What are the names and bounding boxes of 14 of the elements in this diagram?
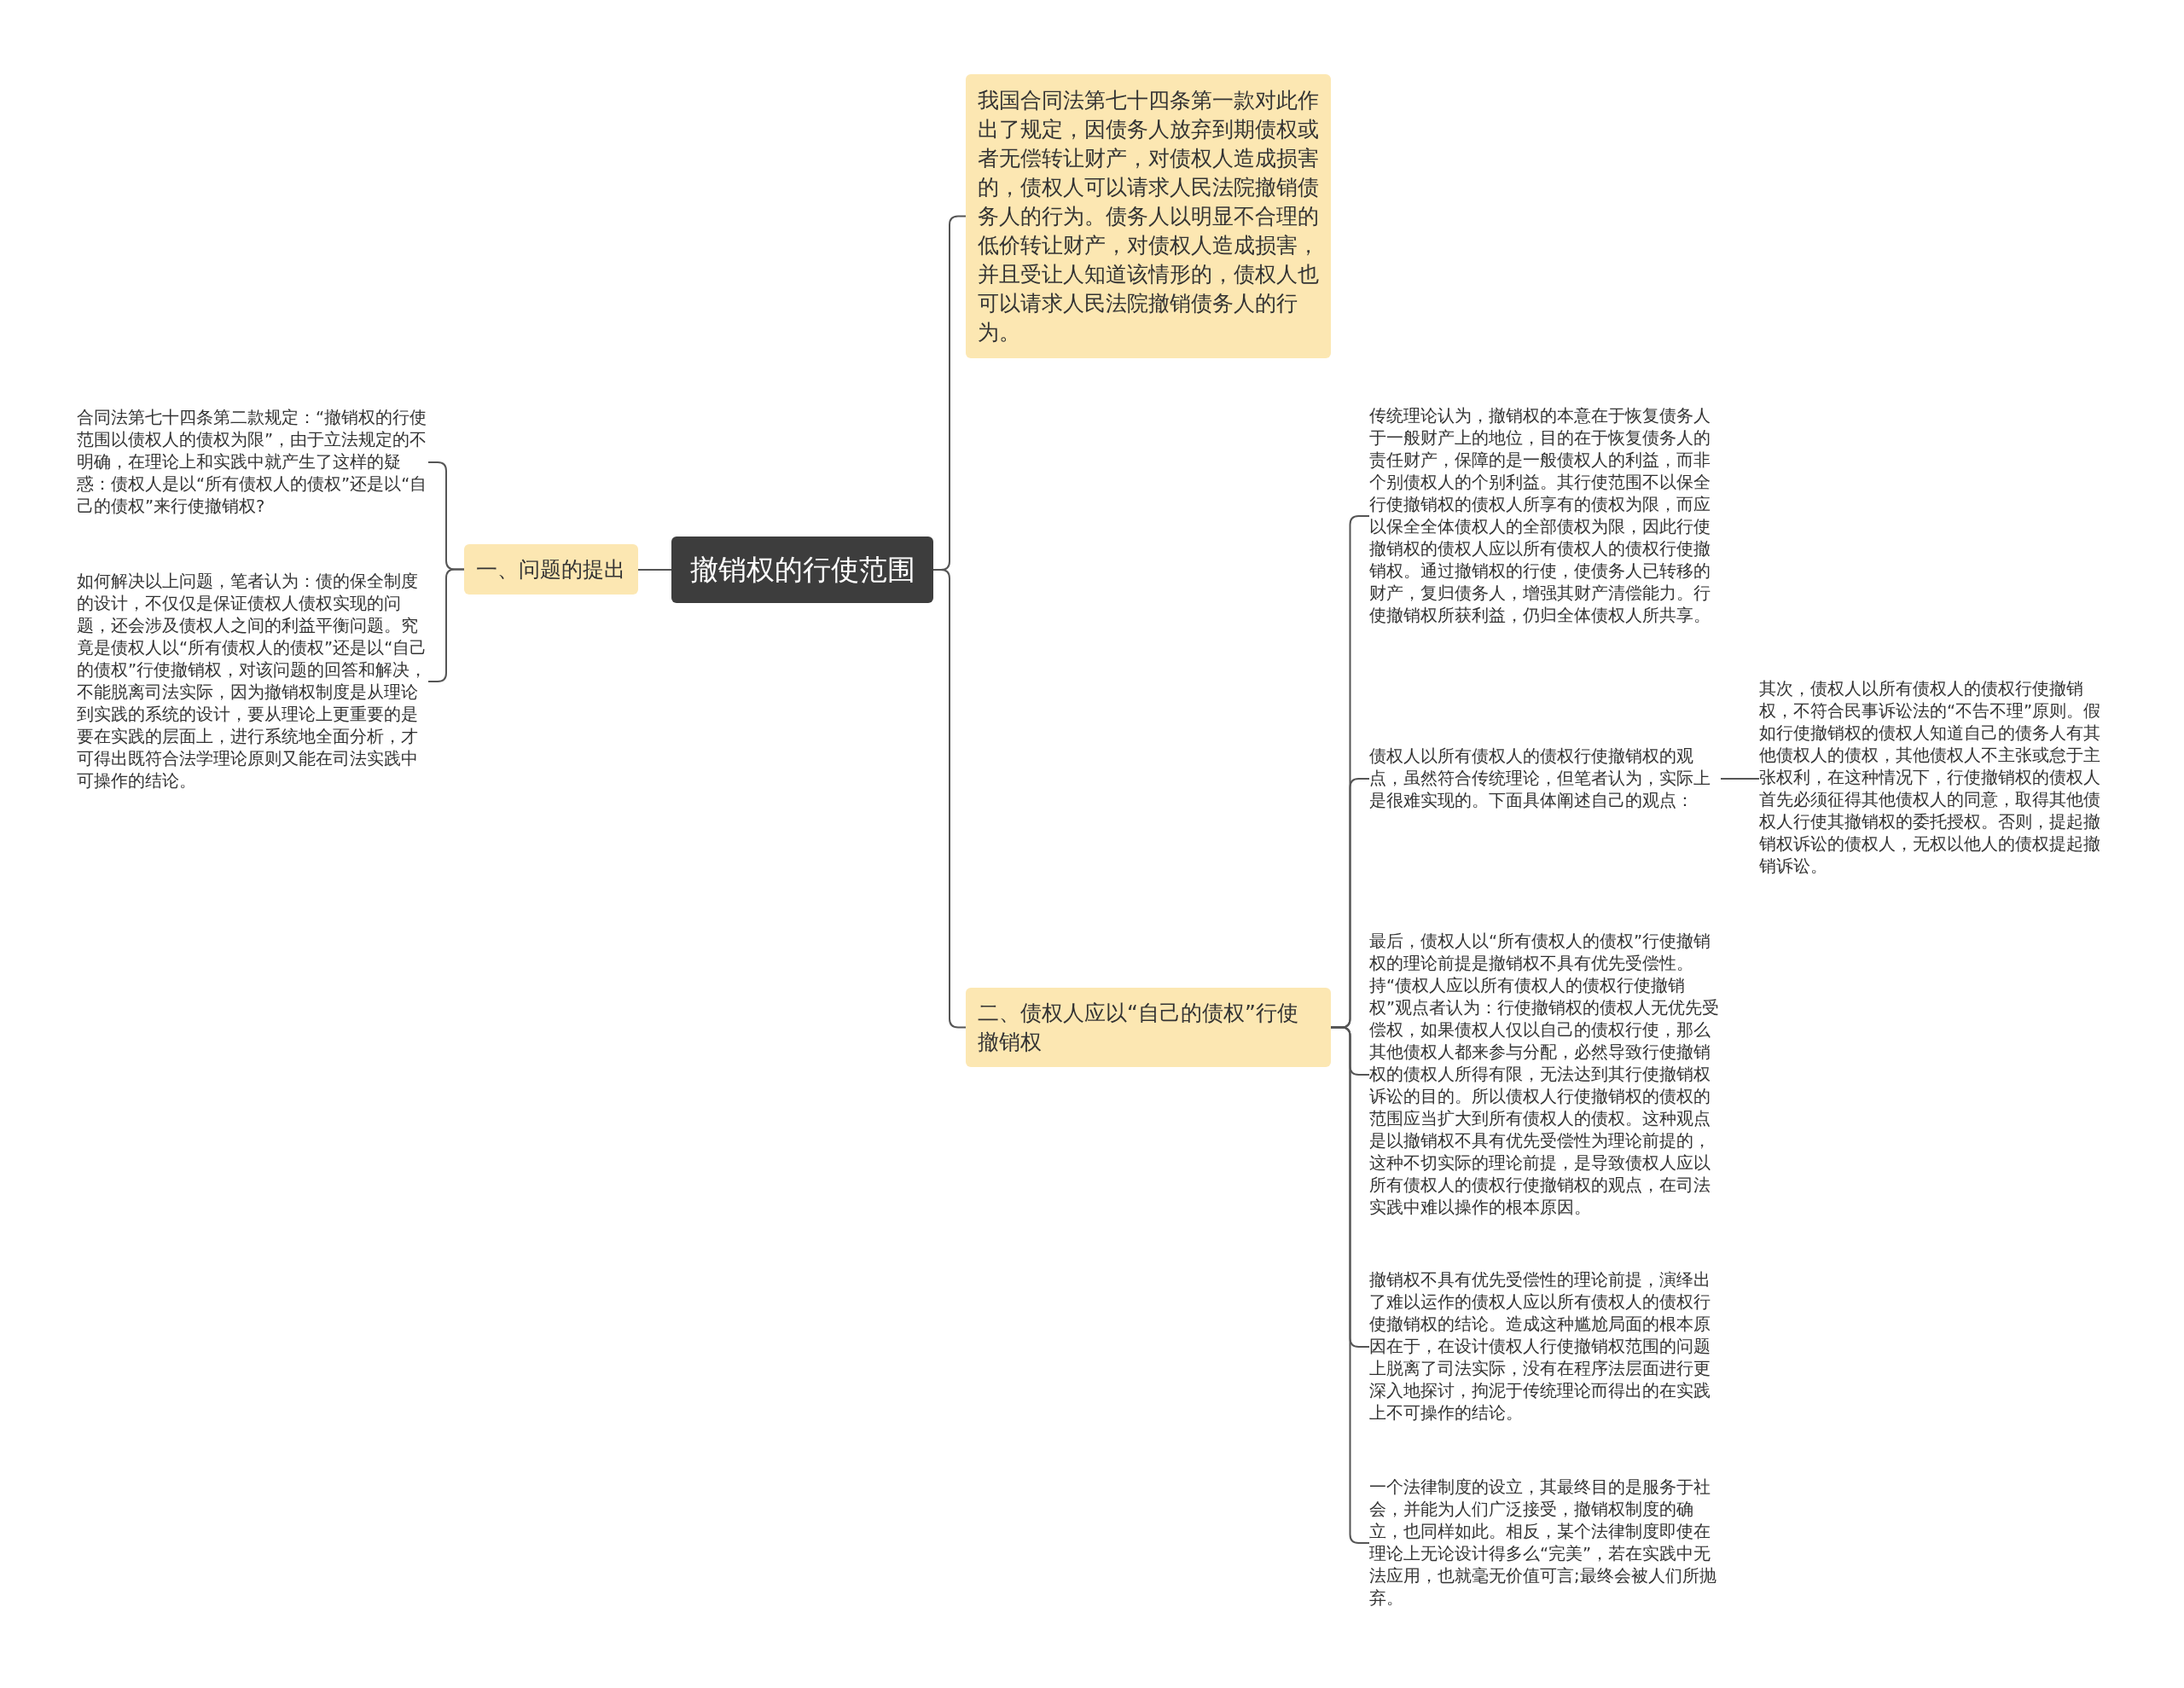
note-text: 债权人以所有债权人的债权行使撤销权的观点，虽然符合传统理论，但笔者认为，实际上是很难实现的。下面具体阐述自己的观点： <box>1369 745 1721 812</box>
note-text: 最后，债权人以“所有债权人的债权”行使撤销权的理论前提是撤销权不具有优先受偿性。持“债权人应以所有债权人的债权行使撤销权”观点者认为：行使撤销权的债权人无优先受偿权，如果债权人仅以自己的债权行使，那么其他债权人都来参与分配，必然导致行使撤销权的债权人所得有限，无法达到其行使撤销权诉讼的目的。所以债权人行使撤销权的债权的范围应当扩大到所有债权人的债权。这种观点是以撤销权不具有优先受偿性为理论前提的，这种不切实际的理论前提，是导致债权人应以所有债权人的债权行使撤销权的观点，在司法实践中难以操作的根本原因。 <box>1369 931 1721 1219</box>
connector-line <box>1720 778 1760 780</box>
topic-box: 二、债权人应以“自己的债权”行使撤销权 <box>966 988 1331 1067</box>
topic-box: 一、问题的提出 <box>464 544 638 595</box>
connector-line <box>637 569 672 571</box>
note-text: 传统理论认为，撤销权的本意在于恢复债务人于一般财产上的地位，目的在于恢复债务人的责任财产，保障的是一般债权人的利益，而非个别债权人的个别利益。其行使范围不以保全行使撤销权的债权人所享有的债权为限，而应以保全全体债权人的全部债权为限，因此行使撤销权的债权人应以所有债权人的债权行使撤销权。通过撤销权的行使，使债务人已转移的财产，复归债务人，增强其财产清偿能力。行使撤销权所获利益，仍归全体债权人所共享。 <box>1369 405 1721 627</box>
note-text: 合同法第七十四条第二款规定：“撤销权的行使范围以债权人的债权为限”，由于立法规定的不明确，在理论上和实践中就产生了这样的疑惑：债权人是以“所有债权人的债权”还是以“自己的债权”来行使撤销权? <box>77 407 428 518</box>
note-text: 如何解决以上问题，笔者认为：债的保全制度的设计，不仅仅是保证债权人债权实现的问题，还会涉及债权人之间的利益平衡问题。究竟是债权人以“所有债权人的债权”还是以“自己的债权”行使撤销权，对该问题的回答和解决，不能脱离司法实际，因为撤销权制度是从理论到实践的系统的设计，要从理论上更重要的是要在实践的层面上，进行系统地全面分析，才可得出既符合法学理论原则又能在司法实践中可操作的结论。 <box>77 571 428 792</box>
note-text: 其次，债权人以所有债权人的债权行使撤销权，不符合民事诉讼法的“不告不理”原则。假如行使撤销权的债权人知道自己的债务人有其他债权人的债权，其他债权人不主张或怠于主张权利，在这种情况下，行使撤销权的债权人首先必须征得其他债权人的同意，取得其他债权人行使其撤销权的委托授权。否则，提起撤销权诉讼的债权人，无权以他人的债权提起撤销诉讼。 <box>1759 678 2111 878</box>
note-text: 一个法律制度的设立，其最终目的是服务于社会，并能为人们广泛接受，撤销权制度的确立，也同样如此。相反，某个法律制度即使在理论上无论设计得多么“完美”，若在实践中无法应用，也就毫无价值可言;最终会被人们所抛弃。 <box>1369 1476 1721 1610</box>
topic-box: 我国合同法第七十四条第一款对此作出了规定，因债务人放弃到期债权或者无偿转让财产，对债权人造成损害的，债权人可以请求人民法院撤销债务人的行为。债务人以明显不合理的低价转让财产，对债权人造成损害，并且受让人知道该情形的，债权人也可以请求人民法院撤销债务人的行为。 <box>966 74 1331 358</box>
central-topic-box: 撤销权的行使范围 <box>671 537 933 603</box>
note-text: 撤销权不具有优先受偿性的理论前提，演绎出了难以运作的债权人应以所有债权人的债权行使撤销权的结论。造成这种尴尬局面的根本原因在于，在设计债权人行使撤销权范围的问题上脱离了司法实际，没有在程序法层面进行更深入地探讨，拘泥于传统理论而得出的在实践上不可操作的结论。 <box>1369 1269 1721 1424</box>
